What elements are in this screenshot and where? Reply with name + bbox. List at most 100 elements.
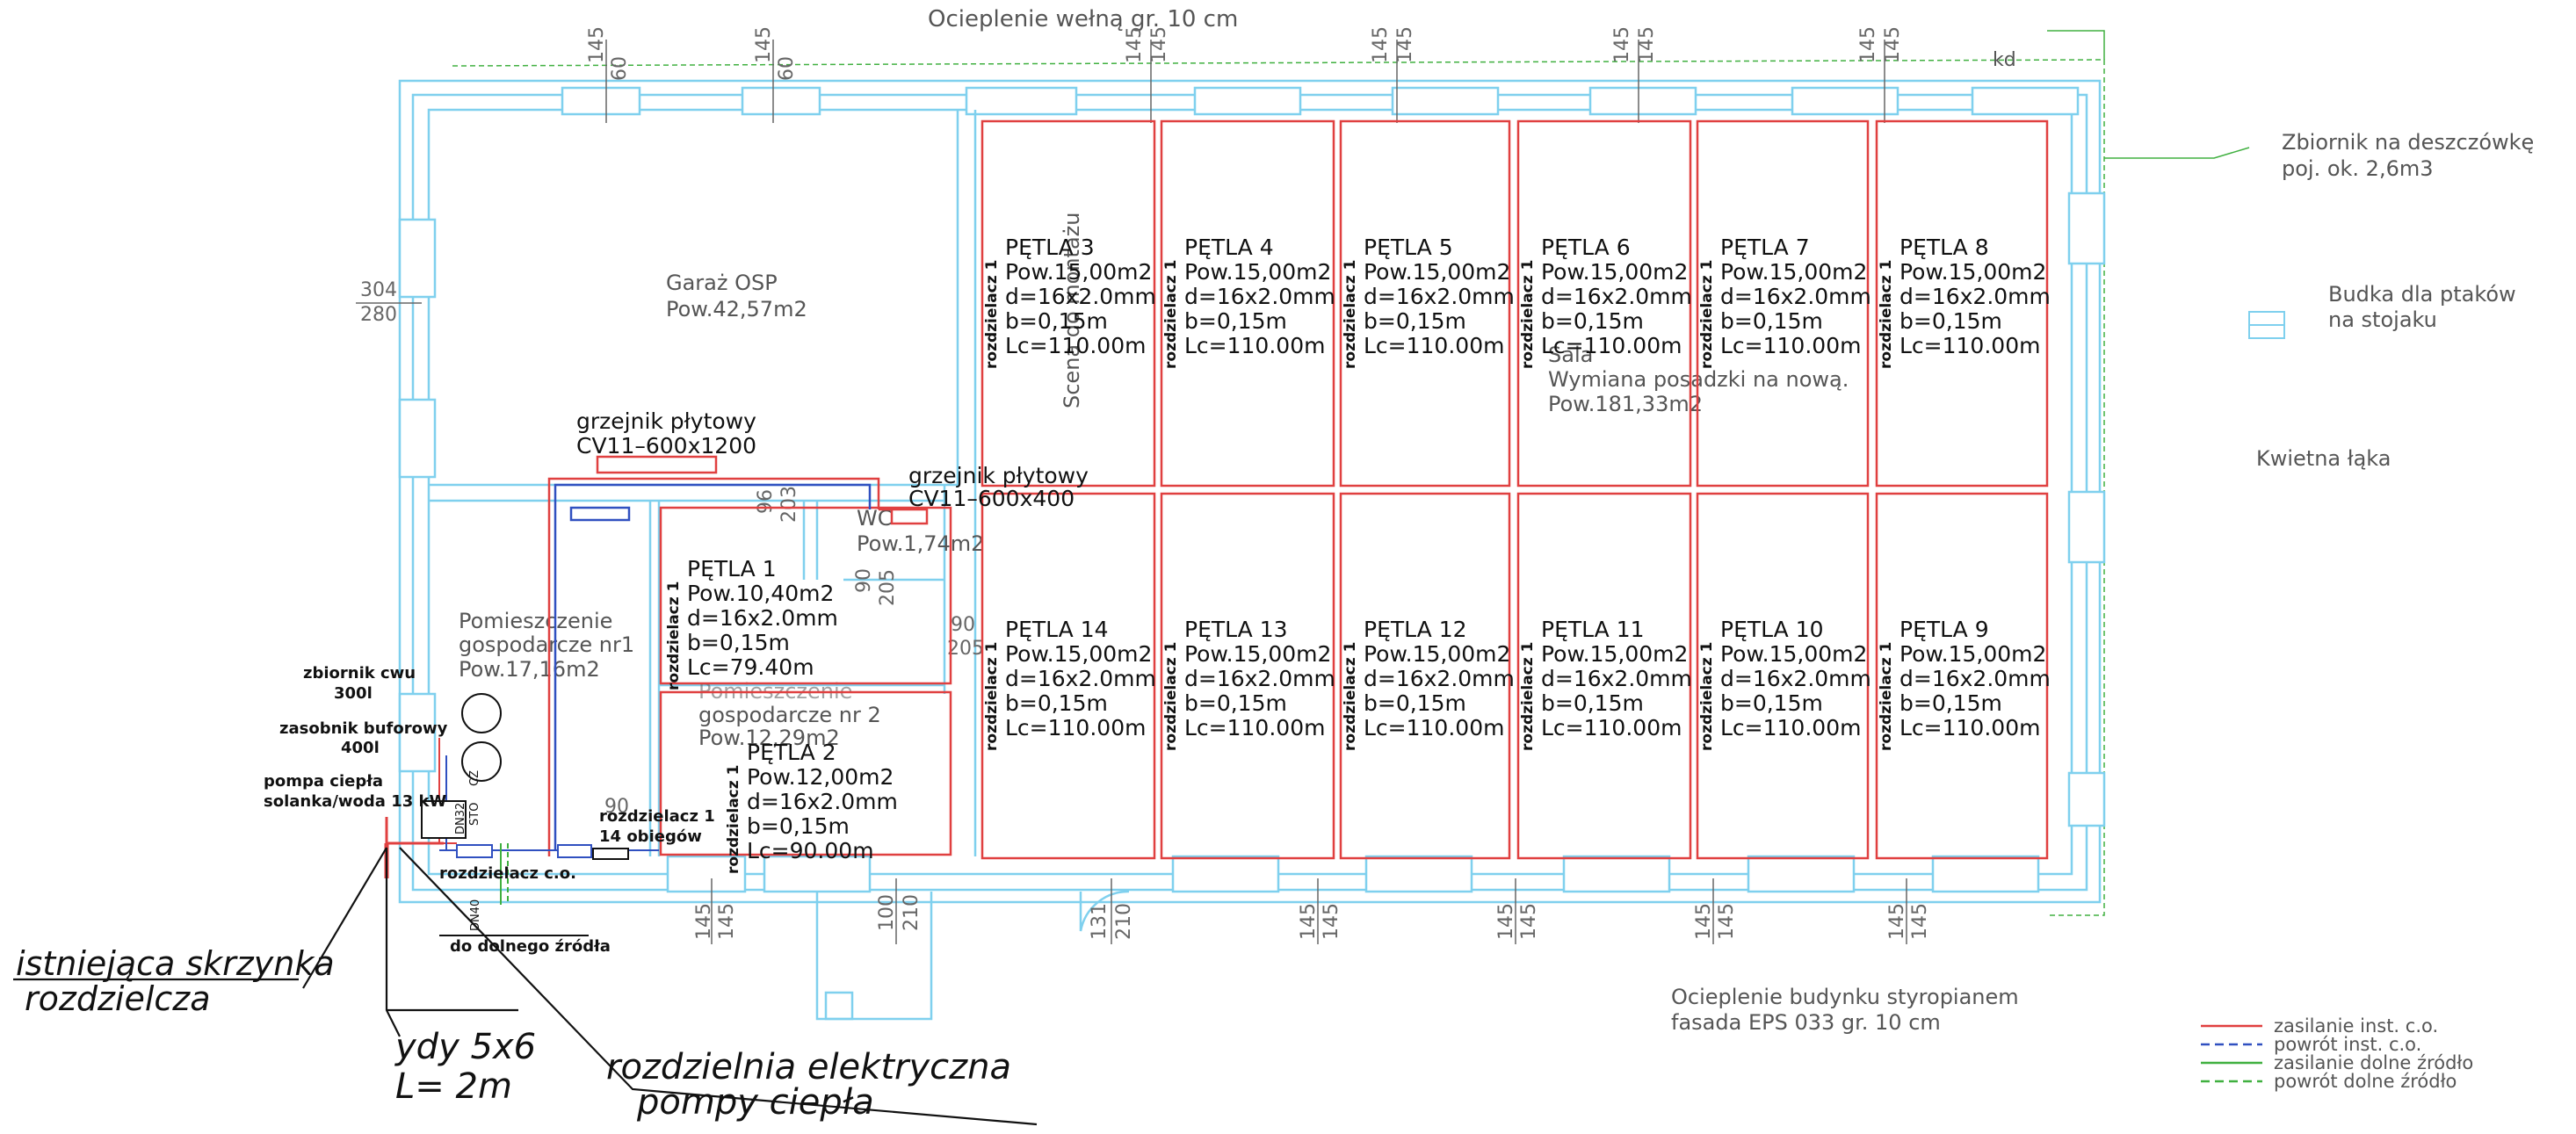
hall-name: Sala [1548,343,1593,367]
dim-top-1a: 145 [586,26,608,63]
dim-top-2a: 145 [753,26,775,63]
manifold-14-box-b [592,848,629,860]
outer-walls [398,79,2102,904]
legend-label: zasilanie dolne źródło [2274,1052,2473,1073]
loop-spacing: b=0,15m [687,630,790,655]
radiator2-label: grzejnik płytowy [908,463,1089,488]
loop-length: Lc=110.00m [1364,333,1504,358]
loop-spacing: b=0,15m [1720,690,1823,716]
dim-bot-3a: 131 [1089,903,1111,940]
dim-inner-a2: 203 [778,486,800,523]
birdhouse-line1: Budka dla ptaków [2328,282,2516,307]
cable-hw-line1: ydy 5x6 [394,1027,536,1067]
hall-area: Pow.181,33m2 [1548,392,1703,416]
loop-length: Lc=90.00m [747,838,874,863]
utility2-name2: gospodarcze nr 2 [698,703,881,727]
dim-bot-3b: 210 [1113,903,1135,940]
dim-bot-1b: 145 [716,903,738,940]
utility1-name2: gospodarcze nr1 [459,632,634,657]
buffer-tank-cap: 400l [341,739,380,757]
dim-bot-6b: 145 [1716,903,1738,940]
loop-name: PĘTLA 13 [1184,617,1288,642]
windows [398,86,2106,893]
loop-area: Pow.15,00m2 [1541,641,1688,667]
birdhouse-icon [2248,311,2285,339]
insulation-line1: Ocieplenie budynku styropianem [1671,985,2019,1009]
blue-unit [569,506,631,522]
loop-area: Pow.15,00m2 [1364,259,1510,285]
loop-name: PĘTLA 8 [1899,235,1989,260]
dim-top-3a: 145 [1124,26,1146,63]
loop-length: Lc=110.00m [1364,715,1504,740]
radiator1-model: CV11–600x1200 [576,433,756,459]
loop-spacing: b=0,15m [747,813,850,839]
cwu-tank-cap: 300l [334,684,373,703]
loop-area: Pow.15,00m2 [1899,641,2046,667]
pipe-cz: CZ [468,770,481,786]
property-line [452,30,2250,916]
dim-bot-2a: 100 [876,894,898,931]
insulation-line2: fasada EPS 033 gr. 10 cm [1671,1010,1941,1035]
dim-inner-c2: 205 [947,638,984,660]
manifold-14-line2: 14 obiegów [599,827,702,846]
rainwater-line1: Zbiornik na deszczówkę [2282,130,2534,155]
pipe-dn32: DN32 [454,803,467,834]
loop-spacing: b=0,15m [1364,690,1466,716]
manifold-label: rozdzielacz 1 [1878,642,1895,751]
loop-diameter: d=16x2.0mm [1899,284,2051,309]
radiators [569,455,929,525]
loop-name: PĘTLA 2 [747,740,836,765]
loop-length: Lc=110.00m [1541,333,1682,358]
manifold-label: rozdzielacz 1 [1162,642,1180,751]
loop-length: Lc=110.00m [1005,715,1146,740]
loop-area: Pow.15,00m2 [1184,259,1331,285]
manifold-label: rozdzielacz 1 [1519,642,1537,751]
dim-bot-4a: 145 [1298,903,1320,940]
dim-inner-a1: 96 [755,489,777,514]
legend-label: powrót inst. c.o. [2274,1034,2421,1055]
dim-bot-4b: 145 [1321,903,1342,940]
radiator2-model: CV11–600x400 [908,486,1075,511]
handwritten-lines [13,847,1038,1126]
loop-name: PĘTLA 5 [1364,235,1453,260]
loop-diameter: d=16x2.0mm [1899,666,2051,691]
loop-diameter: d=16x2.0mm [1184,666,1335,691]
loop-spacing: b=0,15m [1005,308,1108,334]
dim-bot-7a: 145 [1886,903,1908,940]
lower-source-label: do dolnego źródła [450,937,611,956]
loop-area: Pow.15,00m2 [1005,259,1152,285]
loop-spacing: b=0,15m [1184,690,1287,716]
cwu-tank-label: zbiornik cwu [303,664,416,683]
loop-name: PĘTLA 14 [1005,617,1109,642]
loop-area: Pow.10,40m2 [687,581,834,606]
loop-diameter: d=16x2.0mm [1005,666,1156,691]
loop-area: Pow.12,00m2 [747,764,894,790]
dim-inner-c1: 90 [951,614,975,636]
loop-name: PĘTLA 9 [1899,617,1989,642]
loop-spacing: b=0,15m [1541,690,1644,716]
loop-area: Pow.15,00m2 [1364,641,1510,667]
meadow-label: Kwietna łąka [2256,446,2391,471]
utility1-area: Pow.17,16m2 [459,657,600,682]
loop-spacing: b=0,15m [1364,308,1466,334]
loop-name: PĘTLA 7 [1720,235,1810,260]
dim-left-b: 280 [360,304,397,326]
dim-top-3b: 145 [1148,26,1170,63]
entrance [815,890,1130,1021]
dim-top-5a: 145 [1611,26,1633,63]
stage-label: Scena do montażu [1060,213,1084,409]
cwu-tank-symbol [461,693,502,733]
loop-spacing: b=0,15m [1184,308,1287,334]
manifold-label: rozdzielacz 1 [1698,260,1716,369]
manifold-label: rozdzielacz 1 [1878,260,1895,369]
dim-top-5b: 145 [1636,26,1658,63]
loop-diameter: d=16x2.0mm [1541,284,1692,309]
rainwater-line2: poj. ok. 2,6m3 [2282,156,2434,181]
dim-inner-d: 90 [604,796,629,818]
loop-name: PĘTLA 10 [1720,617,1824,642]
manifold-label: rozdzielacz 1 [1342,260,1359,369]
top-dimension-ticks [605,40,1885,123]
loop-diameter: d=16x2.0mm [1364,666,1515,691]
loop-name: PĘTLA 3 [1005,235,1095,260]
